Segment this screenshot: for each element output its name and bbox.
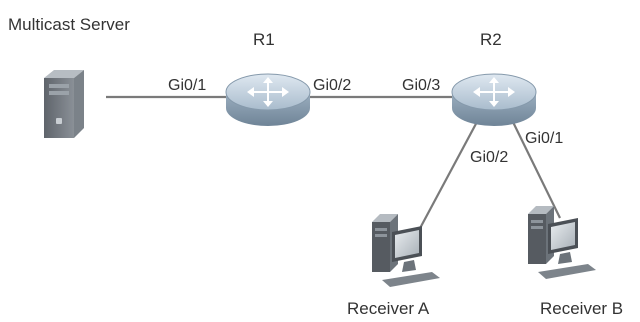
router-icon	[225, 73, 311, 126]
port-label-r1-gi01: Gi0/1	[168, 77, 206, 94]
server-label: Multicast Server	[8, 15, 130, 34]
router-r1: R1 Gi0/1 Gi0/2	[168, 30, 351, 126]
links	[106, 95, 561, 233]
multicast-server: Multicast Server	[8, 15, 130, 138]
receiver-a: Receiver A	[347, 214, 440, 318]
port-label-r1-gi02: Gi0/2	[313, 77, 351, 94]
desktop-computer-icon	[372, 214, 440, 287]
link-r2-receiver-a	[417, 119, 479, 233]
link-r2-receiver-b	[511, 119, 561, 219]
r2-label: R2	[480, 30, 502, 49]
server-tower-icon	[44, 70, 84, 138]
r1-label: R1	[253, 30, 275, 49]
port-label-r2-gi02: Gi0/2	[470, 149, 508, 166]
receiver-a-label: Receiver A	[347, 299, 430, 318]
router-r2: R2 Gi0/3 Gi0/2 Gi0/1	[402, 30, 563, 166]
router-icon	[451, 73, 537, 126]
port-label-r2-gi03: Gi0/3	[402, 77, 440, 94]
receiver-b: Receiver B	[528, 206, 623, 318]
port-label-r2-gi01: Gi0/1	[525, 130, 563, 147]
desktop-computer-icon	[528, 206, 596, 279]
receiver-b-label: Receiver B	[540, 299, 623, 318]
